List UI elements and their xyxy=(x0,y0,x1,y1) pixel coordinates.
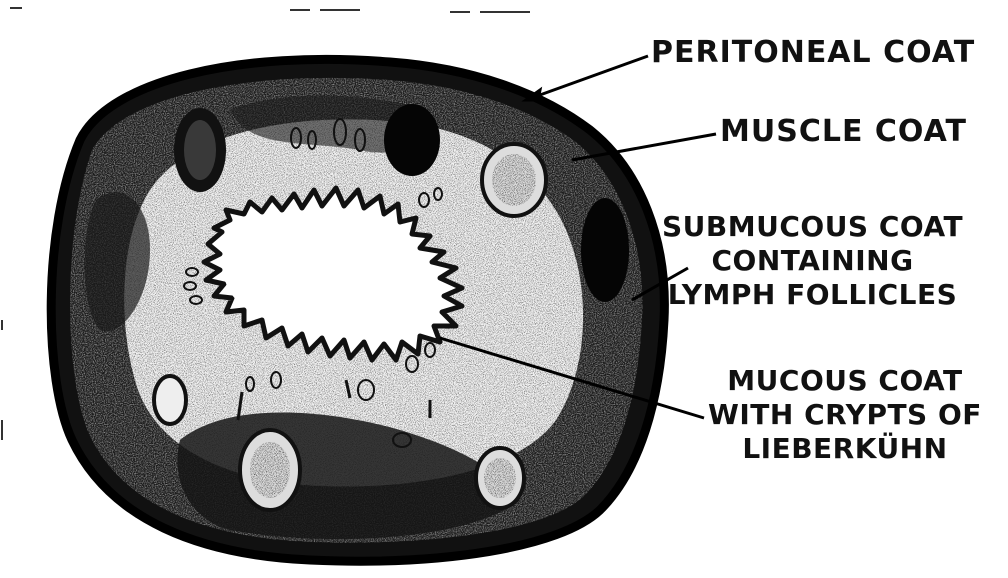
label-line: LIEBERKÜHN xyxy=(708,432,982,466)
label-submucous-coat: SUBMUCOUS COAT CONTAINING LYMPH FOLLICLE… xyxy=(662,210,963,312)
label-mucous-coat: MUCOUS COAT WITH CRYPTS OF LIEBERKÜHN xyxy=(708,364,982,466)
label-line: PERITONEAL COAT xyxy=(651,36,975,70)
lymph-follicle xyxy=(581,198,629,302)
label-muscle-coat: MUSCLE COAT xyxy=(720,115,967,149)
label-line: MUSCLE COAT xyxy=(720,115,967,149)
lymph-follicle xyxy=(384,104,440,176)
label-line: WITH CRYPTS OF xyxy=(708,398,982,432)
label-line: MUCOUS COAT xyxy=(708,364,982,398)
label-line: SUBMUCOUS COAT xyxy=(662,210,963,244)
leader-peritoneal xyxy=(526,56,648,100)
label-line: CONTAINING xyxy=(662,244,963,278)
lymph-follicle xyxy=(154,376,186,424)
label-line: LYMPH FOLLICLES xyxy=(662,278,963,312)
label-peritoneal-coat: PERITONEAL COAT xyxy=(651,36,975,70)
